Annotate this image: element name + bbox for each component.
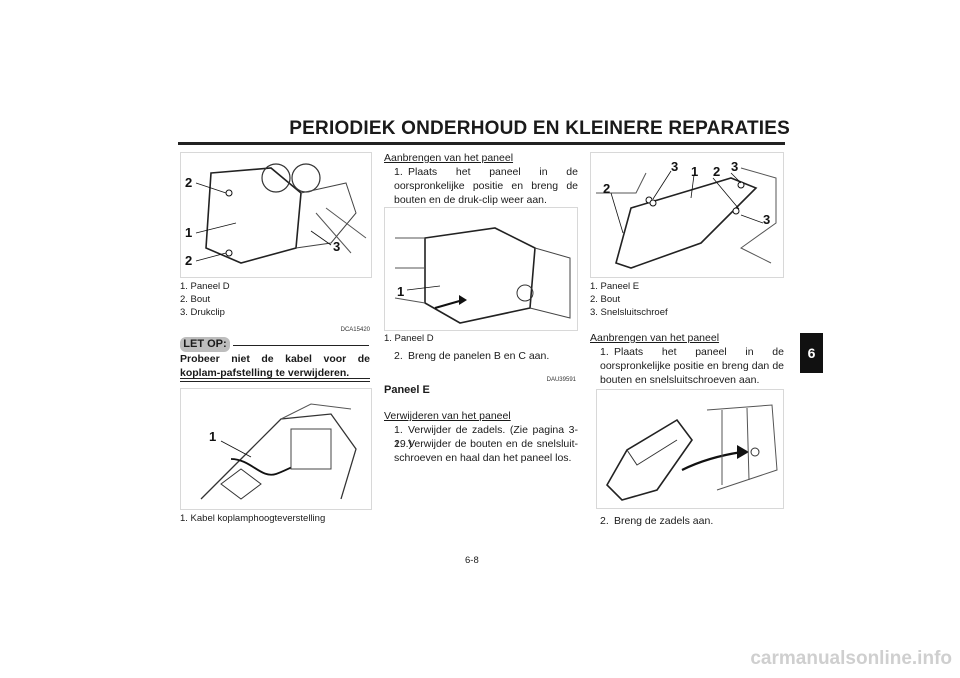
figure-caption: 1. Paneel E 2. Bout 3. Snelsluitschroef <box>590 281 668 318</box>
callout-3: 3 <box>731 159 738 174</box>
figure-panel-e-install <box>596 389 784 509</box>
callout-1: 1 <box>209 429 216 444</box>
figure-caption: 1. Paneel D <box>384 333 434 344</box>
panel-e-install-illustration <box>606 404 778 501</box>
chapter-tab[interactable]: 6 <box>800 333 823 373</box>
subheading-remove-panel: Verwijderen van het paneel <box>384 410 511 422</box>
page-number: 6-8 <box>465 555 479 566</box>
figure-headlight-cable: 1 <box>180 388 372 510</box>
warning-rule-top <box>233 345 369 346</box>
figure-panel-e: 3 1 2 3 2 3 <box>590 152 784 278</box>
instruction-step: 1.Plaats het paneel in de oorspronkelijk… <box>600 346 784 386</box>
panel-d-illustration: 2 1 2 3 <box>185 163 367 268</box>
callout-1: 1 <box>397 284 404 299</box>
panel-d-install-illustration: 1 <box>394 227 571 324</box>
header-rule <box>178 142 785 145</box>
figure-panel-d-removal: 2 1 2 3 <box>180 152 372 278</box>
subheading-install-panel: Aanbrengen van het paneel <box>384 152 514 164</box>
headlight-cable-illustration: 1 <box>200 403 357 500</box>
instruction-step: 2.Verwijder de bouten en de snelsluit-sc… <box>394 438 578 464</box>
warning-badge: LET OP: <box>180 337 230 352</box>
figure-caption: 1. Paneel D 2. Bout 3. Drukclip <box>180 281 230 318</box>
subheading-install-panel: Aanbrengen van het paneel <box>590 332 720 344</box>
callout-3: 3 <box>671 159 678 174</box>
figure-caption: 1. Kabel koplamphoogteverstelling <box>180 513 326 524</box>
instruction-step: 1.Verwijder de zadels. (Zie pagina 3-19.… <box>394 424 578 450</box>
callout-2: 2 <box>185 253 192 268</box>
section-title: Paneel E <box>384 384 430 396</box>
warning-text: Probeer niet de kabel voor de koplam-paf… <box>180 353 370 379</box>
instruction-step: 2.Breng de panelen B en C aan. <box>394 350 550 362</box>
callout-1: 1 <box>691 164 698 179</box>
reference-code: DCA15420 <box>340 327 370 333</box>
warning-rule <box>180 378 370 379</box>
callout-3: 3 <box>333 239 340 254</box>
panel-e-illustration: 3 1 2 3 2 3 <box>596 159 777 269</box>
warning-rule-bottom <box>180 381 370 382</box>
reference-code: DAU39591 <box>546 377 576 383</box>
callout-2: 2 <box>185 175 192 190</box>
instruction-step: 1.Plaats het paneel in de oorspronkelijk… <box>394 166 578 206</box>
callout-2: 2 <box>603 181 610 196</box>
watermark: carmanualsonline.info <box>750 648 952 669</box>
page-title: PERIODIEK ONDERHOUD EN KLEINERE REPARATI… <box>289 118 790 139</box>
callout-1: 1 <box>185 225 192 240</box>
instruction-step: 2.Breng de zadels aan. <box>600 515 714 527</box>
callout-2: 2 <box>713 164 720 179</box>
figure-panel-d-install: 1 <box>384 207 578 331</box>
callout-3: 3 <box>763 212 770 227</box>
